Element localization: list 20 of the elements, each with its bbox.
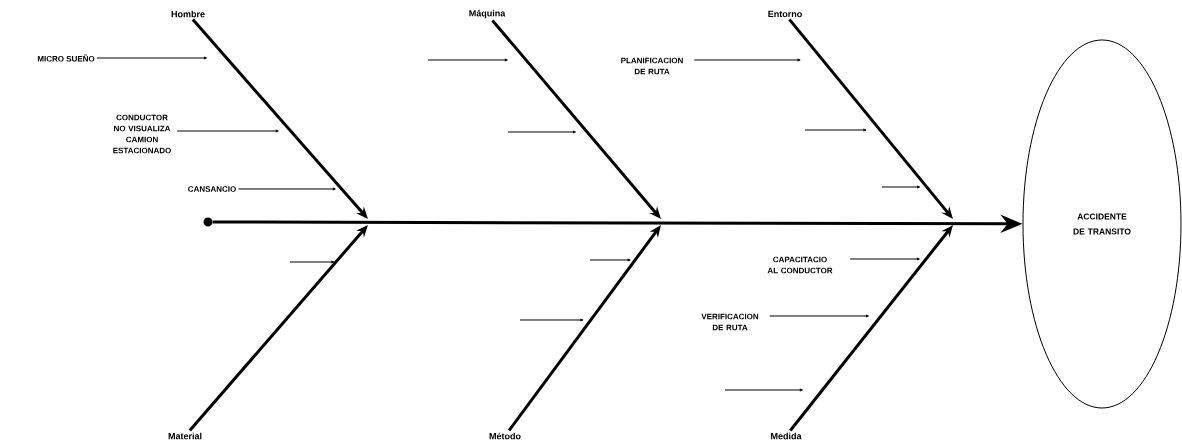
cause-label: VERIFICACION DE RUTA — [701, 313, 759, 331]
category-label: Medida — [771, 432, 802, 440]
bone-arrow — [191, 18, 368, 219]
category-label: Método — [489, 432, 521, 440]
cause-arrow — [96, 56, 207, 60]
cause-arrow — [769, 314, 869, 318]
category-label: Hombre — [171, 10, 205, 18]
cause-arrow — [693, 58, 801, 62]
bone-arrow — [188, 225, 368, 432]
cause-label: CAPACITACIO AL CONDUCTOR — [767, 256, 833, 274]
cause-arrow — [849, 257, 920, 261]
category-label: Material — [168, 432, 202, 440]
cause-label: CANSANCIO — [188, 186, 236, 192]
cause-arrow — [176, 129, 279, 133]
category-label: Entorno — [768, 10, 802, 18]
cause-label: CONDUCTOR NO VISUALIZA CAMION ESTACIONADO — [113, 114, 171, 154]
cause-label: PLANIFICACION DE RUTA — [621, 57, 683, 75]
category-label: Máquina — [469, 9, 506, 19]
cause-arrow — [237, 187, 336, 191]
cause-label: MICRO SUEÑO — [37, 54, 95, 62]
